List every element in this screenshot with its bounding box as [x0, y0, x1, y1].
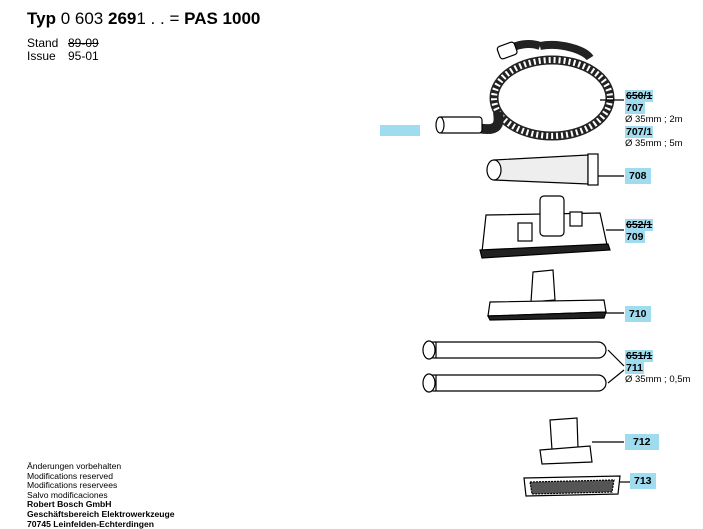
- highlight-marker: [380, 125, 420, 136]
- part-label-upholstery: 710: [625, 306, 651, 322]
- model-name: PAS 1000: [184, 9, 261, 28]
- company-name: Robert Bosch GmbH: [27, 499, 112, 510]
- stand-value: 89-09: [68, 36, 99, 50]
- extension-tubes-drawing: [422, 340, 607, 393]
- part-label-brush: 713: [630, 473, 656, 489]
- part-label-crevice: 708: [625, 168, 651, 184]
- small-nozzle-drawing: [539, 417, 593, 465]
- hose-drawing: [435, 40, 615, 141]
- issue-value: 95-01: [68, 49, 99, 63]
- part-label-floor: 652/1 709: [625, 219, 654, 243]
- brush-drawing: [523, 475, 621, 497]
- footer-notice: Änderungen vorbehalten Modifications res…: [27, 461, 175, 529]
- part-label-hose: 650/1 707 Ø 35mm ; 2m 707/1 Ø 35mm ; 5m: [625, 90, 683, 149]
- document-title: Typ 0 603 2691 . . = PAS 1000: [27, 9, 261, 28]
- part-label-tubes: 651/1 711 Ø 35mm ; 0,5m: [625, 350, 691, 385]
- upholstery-nozzle-drawing: [487, 269, 607, 321]
- issue-row: Issue 95-01: [27, 49, 99, 63]
- stand-row: Stand 89-09: [27, 36, 99, 50]
- floor-nozzle-drawing: [479, 195, 611, 259]
- crevice-nozzle-drawing: [486, 153, 599, 186]
- part-label-small-nozzle: 712: [625, 434, 659, 450]
